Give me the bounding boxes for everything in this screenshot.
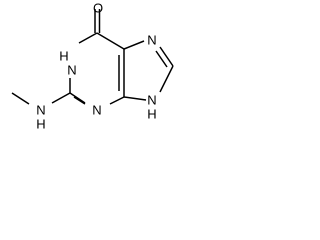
bond-c5-n7 — [123, 40, 145, 50]
bond-n9-c4 — [123, 96, 147, 101]
atom-o: O — [93, 1, 103, 16]
bond-c6-n1 — [78, 32, 98, 44]
bond-c2-n3 — [69, 92, 86, 104]
atom-n7: N — [147, 33, 156, 48]
atom-labels: O H N N N N H N H — [36, 1, 156, 132]
structural-formula: O H N N N N H N H — [11, 1, 174, 132]
bond-c5-c6 — [96, 32, 125, 50]
atom-nh: N — [36, 103, 45, 118]
atom-n1-hydrogen: H — [59, 49, 68, 64]
bond-n3-c4 — [109, 96, 125, 105]
bond-c2-n3-second — [73, 96, 86, 105]
atom-n1: N — [67, 63, 76, 78]
atom-n9-hydrogen: H — [147, 107, 156, 122]
atom-n9: N — [147, 93, 156, 108]
bond-c8-n9 — [159, 65, 174, 93]
atom-n3: N — [92, 103, 101, 118]
bond-nh-ch3 — [11, 92, 30, 105]
bonds — [11, 9, 174, 105]
bond-n7-c8 — [159, 46, 174, 67]
bond-c2-nh — [51, 92, 71, 104]
bond-n7-c8-second — [155, 50, 168, 68]
atom-nh-hydrogen: H — [36, 117, 45, 132]
